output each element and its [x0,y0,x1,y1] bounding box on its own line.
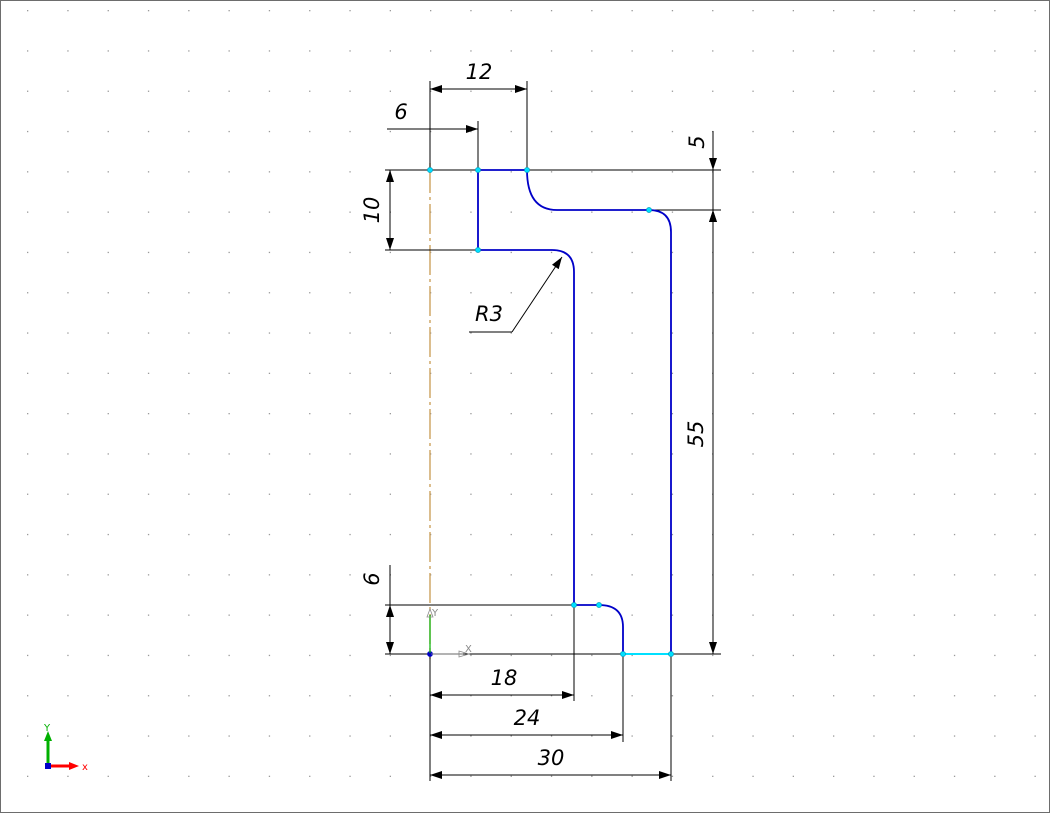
dim-text-10: 10 [360,197,384,224]
ucs-y-label: Y [43,723,51,734]
dimension-texts[interactable]: 12 6 5 10 R3 55 6 18 24 30 [360,60,709,770]
dimension-lines[interactable] [386,85,717,779]
origin-y-label: Y [431,608,439,619]
ucs-x-label: x [82,762,88,773]
dim-text-6-top: 6 [394,100,407,124]
dim-text-5: 5 [685,135,709,148]
origin-x-label: X [465,644,472,655]
vertex-points[interactable] [427,167,674,657]
dim-text-55: 55 [684,421,708,448]
grid-dots [27,10,1036,777]
dim-text-30: 30 [538,746,565,770]
origin-axes-icon: Y X [426,607,472,658]
radius-leader [511,256,563,333]
dim-text-18: 18 [491,666,518,690]
dim-text-12: 12 [466,60,493,84]
dim-text-6-bottom: 6 [360,572,384,585]
dim-text-24: 24 [514,706,541,730]
part-contour[interactable] [477,169,672,655]
dim-text-radius: R3 [475,302,503,326]
ucs-axes-icon: Y x [43,723,88,773]
